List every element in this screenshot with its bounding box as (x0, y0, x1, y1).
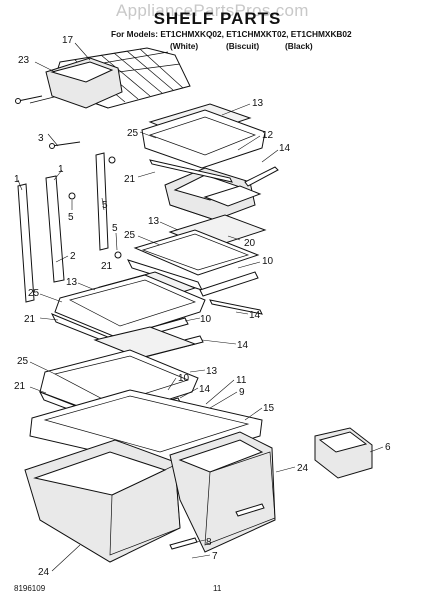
callout-21: 21 (24, 314, 36, 325)
page-number: 11 (213, 584, 222, 593)
callout-6: 6 (385, 442, 391, 453)
callout-14: 14 (199, 384, 211, 395)
callout-5: 5 (112, 223, 118, 234)
callout-13: 13 (148, 216, 160, 227)
page-title: SHELF PARTS (153, 9, 282, 28)
callout-13: 13 (66, 277, 78, 288)
callout-25: 25 (28, 288, 40, 299)
callout-5: 5 (68, 212, 74, 223)
callout-13: 13 (252, 98, 264, 109)
dairy-bin (314, 427, 373, 479)
watermark: AppliancePartsPros.com (116, 1, 309, 20)
callout-14: 14 (249, 310, 261, 321)
callout-21: 21 (124, 174, 136, 185)
callout-25: 25 (17, 356, 29, 367)
document-number: 8196109 (14, 584, 46, 593)
callout-11: 11 (236, 375, 247, 386)
callout-10: 10 (200, 314, 212, 325)
callout-10: 10 (178, 373, 190, 384)
callout-10: 10 (262, 256, 274, 267)
door-bin (45, 57, 123, 109)
callout-1: 1 (58, 164, 64, 175)
callout-15: 15 (263, 403, 275, 414)
callout-8: 8 (206, 537, 212, 548)
callout-14: 14 (279, 143, 291, 154)
callout-9: 9 (239, 387, 245, 398)
callout-23: 23 (18, 55, 30, 66)
glass-shelf-upper (141, 103, 266, 169)
models-line: For Models: ET1CHMXKQ02, ET1CHMXKT02, ET… (111, 29, 352, 39)
callout-13: 13 (206, 366, 218, 377)
callout-25: 25 (124, 230, 136, 241)
leader-lines (17, 42, 384, 572)
callout-20: 20 (244, 238, 256, 249)
callout-21: 21 (101, 261, 113, 272)
crisper-drawer-right (169, 431, 276, 553)
callout-24: 24 (297, 463, 309, 474)
callout-14: 14 (237, 340, 249, 351)
callout-labels: 17 23 3 13 25 12 14 21 1 1 5 5 5 2 13 25… (14, 35, 391, 578)
callout-7: 7 (212, 551, 218, 562)
callout-21: 21 (14, 381, 26, 392)
variant-biscuit: (Biscuit) (226, 41, 260, 51)
variant-white: (White) (170, 41, 199, 51)
drawer-slides (169, 503, 265, 550)
shelf-ladder-left (17, 152, 109, 303)
callout-17: 17 (62, 35, 74, 46)
crisper-drawer-left (24, 439, 181, 563)
shelf-frame-mid (127, 229, 263, 315)
drawer-rails-upper (149, 159, 279, 187)
callout-1: 1 (14, 174, 20, 185)
deli-drawer (164, 167, 262, 221)
variant-black: (Black) (285, 41, 313, 51)
callout-24: 24 (38, 567, 50, 578)
callout-25: 25 (127, 128, 139, 139)
shelf-support-rods (15, 95, 81, 149)
screws (68, 156, 122, 259)
callout-3: 3 (38, 133, 44, 144)
callout-12: 12 (262, 130, 274, 141)
callout-2: 2 (70, 251, 76, 262)
callout-5: 5 (102, 200, 108, 211)
